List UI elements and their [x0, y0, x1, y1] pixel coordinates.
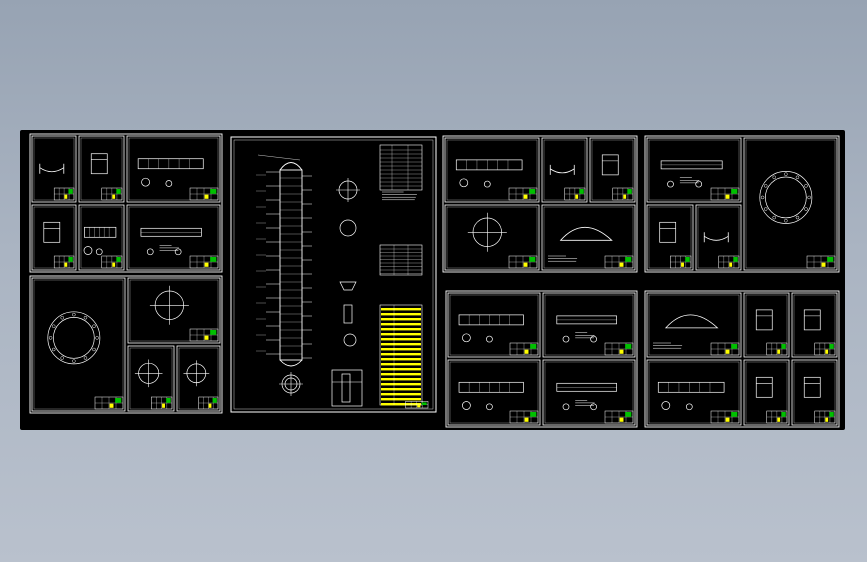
- sheet-mid-1: [444, 137, 540, 203]
- sheet-right-4: [695, 204, 742, 271]
- sheet-left-9: [127, 345, 175, 412]
- sheet-right-7: [791, 292, 838, 358]
- sheet-mid-8: [447, 359, 541, 426]
- sheet-mid-3: [589, 137, 636, 203]
- sheet-group-right-bottom: [644, 290, 840, 428]
- sheet-group-mid-top: [442, 135, 638, 273]
- sheet-right-3: [646, 204, 694, 271]
- sheet-left-7: [31, 277, 126, 412]
- sheet-left-3: [126, 135, 221, 203]
- sheet-mid-9: [542, 359, 636, 426]
- sheet-right-10: [791, 359, 838, 426]
- sheet-right-5: [646, 292, 742, 358]
- sheet-left-10: [176, 345, 221, 412]
- sheet-left-2: [78, 135, 125, 203]
- sheet-right-6: [743, 292, 790, 358]
- parts-table-top: [379, 144, 423, 191]
- column-body: [279, 169, 303, 361]
- sheet-mid-6: [447, 292, 541, 358]
- sheet-mid-4: [444, 204, 540, 271]
- drawing-sheets: [29, 133, 840, 428]
- sheet-left-5: [78, 204, 125, 271]
- sheet-left-1: [31, 135, 77, 203]
- sheet-mid-7: [542, 292, 636, 358]
- sheet-group-right-top: [644, 135, 840, 273]
- sheet-assembly: [230, 136, 437, 413]
- sheet-group-left-top: [29, 133, 223, 273]
- drawing-canvas[interactable]: [20, 130, 845, 430]
- sheet-right-2: [743, 137, 838, 271]
- sheet-left-6: [126, 204, 221, 271]
- sheet-group-left-bottom: [29, 275, 223, 414]
- nozzle-table: [379, 244, 423, 276]
- sheet-left-8: [127, 277, 221, 344]
- sheet-left-4: [31, 204, 77, 271]
- sheet-right-9: [743, 359, 790, 426]
- sheet-right-8: [646, 359, 742, 426]
- sheet-right-1: [646, 137, 742, 203]
- sheet-group-mid-bottom: [445, 290, 638, 428]
- sheet-mid-5: [541, 204, 636, 271]
- sheet-mid-2: [541, 137, 588, 203]
